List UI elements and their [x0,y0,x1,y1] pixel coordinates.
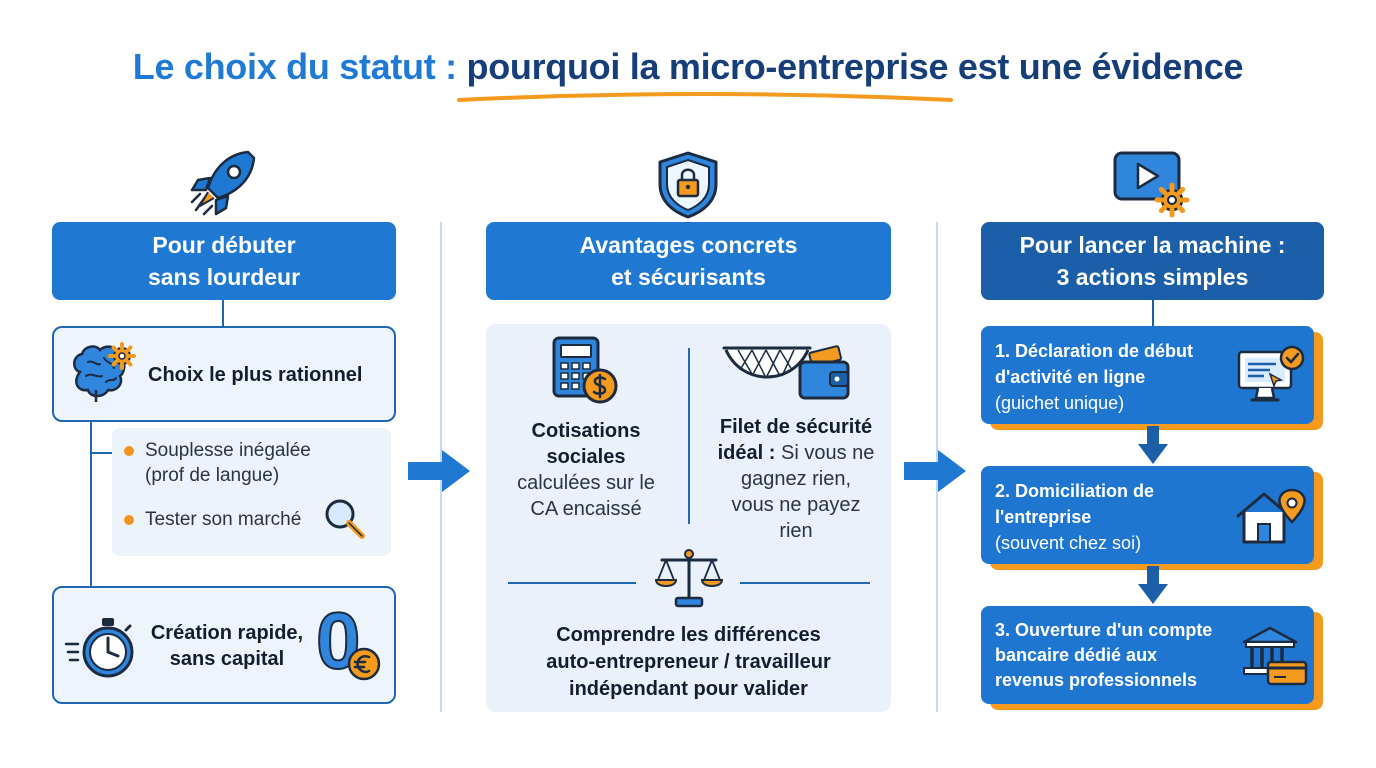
page-title: Le choix du statut : pourquoi la micro-e… [0,46,1376,88]
connector-line [90,452,112,454]
bullet-dot [124,446,134,456]
safety-net-line-4: vous ne payez [731,494,861,516]
step-1-title-line-1: 1. Déclaration de début [995,341,1194,361]
column-1-header: Pour débuter sans lourdeur [52,222,396,300]
understand-line-3: indépendant pour valider [569,678,808,700]
video-gear-icon [1113,151,1190,218]
step-1-title-line-2: d'activité en ligne [995,367,1146,387]
zero-euro-icon: 0 [315,595,386,686]
safety-net-text: Filet de sécurité idéal : Si vous ne gag… [698,414,894,544]
step-3-card: 3. Ouverture d'un compte bancaire dédié … [981,606,1314,704]
contributions-bold-line-1: Cotisations [531,420,641,442]
contributions-line-3: calculées sur le [517,472,655,494]
understand-differences-text: Comprendre les différences auto-entrepre… [486,622,891,703]
shield-lock-icon [658,151,718,219]
connector-line [90,420,92,586]
step-1-subtitle: (guichet unique) [995,393,1125,413]
computer-check-icon [1237,345,1305,402]
arrow-down-icon [1138,426,1168,464]
connector-line [1152,300,1154,326]
safety-net-bold-line-1: Filet de sécurité [719,416,873,438]
title-part-2: pourquoi la micro-entreprise est une évi… [466,46,1244,87]
safety-net-inline-text: Si vous ne [775,442,875,464]
safety-net-line-5: rien [779,520,813,542]
calculator-coin-icon [552,336,618,404]
quick-creation-line-1: Création rapide, [150,622,304,644]
step-3-title-line-1: 3. Ouverture d'un compte [995,620,1213,640]
safety-net-wallet-icon [722,345,850,400]
house-pin-icon [1236,488,1306,544]
column-3-header-line-1: Pour lancer la machine : [1019,232,1286,258]
bullet-list-panel [112,428,391,556]
column-3-header-line-2: 3 actions simples [1056,264,1249,290]
arrow-down-icon [1138,566,1168,604]
title-part-1: Le choix du statut : [132,46,467,87]
arrow-right-icon [904,450,966,492]
scales-divider-left [508,582,636,584]
rational-choice-label: Choix le plus rationnel [148,364,363,386]
quick-creation-line-2: sans capital [169,648,285,670]
understand-line-2: auto-entrepreneur / travailleur [546,651,831,673]
contributions-line-4: CA encaissé [530,498,642,520]
contributions-text: Cotisations sociales calculées sur le CA… [496,418,676,522]
column-2-header-line-1: Avantages concrets [579,232,798,258]
panel-divider [688,348,690,524]
stopwatch-icon [64,618,134,678]
scales-icon [654,549,724,608]
column-1-header-line-2: sans lourdeur [147,264,301,290]
connector-line [222,300,224,326]
quick-creation-label: Création rapide, sans capital [144,620,310,672]
step-3-title-line-2: bancaire dédié aux [995,645,1158,665]
quick-creation-card: Création rapide, sans capital 0 [52,586,396,704]
contributions-bold-line-2: sociales [546,446,626,468]
bullet-flexibility-line-1: Souplesse inégalée [145,440,311,461]
column-1-header-line-1: Pour débuter [152,232,296,258]
brain-gear-icon [73,342,136,402]
column-2-header-line-2: et sécurisants [611,264,766,290]
column-3-header: Pour lancer la machine : 3 actions simpl… [981,222,1324,300]
rational-choice-card: Choix le plus rationnel [52,326,396,422]
step-1-card: 1. Déclaration de début d'activité en li… [981,326,1314,424]
magnifier-icon [325,499,365,539]
step-2-title-line-1: 2. Domiciliation de [995,481,1155,501]
safety-net-bold-line-2: idéal : [717,442,776,464]
bullet-test-market: Tester son marché [145,509,302,530]
arrow-right-icon [408,450,470,492]
bank-card-icon [1242,626,1308,686]
step-3-title-line-3: revenus professionnels [995,670,1198,690]
safety-net-line-3: gagnez rien, [740,468,852,490]
bullet-flexibility-line-2: (prof de langue) [145,465,280,486]
title-underline [457,92,953,102]
rocket-icon [190,150,256,216]
bullet-dot [124,515,134,525]
step-2-title-line-2: l'entreprise [995,507,1092,527]
understand-line-1: Comprendre les différences [556,624,821,646]
scales-divider-right [740,582,870,584]
column-2-header: Avantages concrets et sécurisants [486,222,891,300]
step-2-subtitle: (souvent chez soi) [995,533,1142,553]
